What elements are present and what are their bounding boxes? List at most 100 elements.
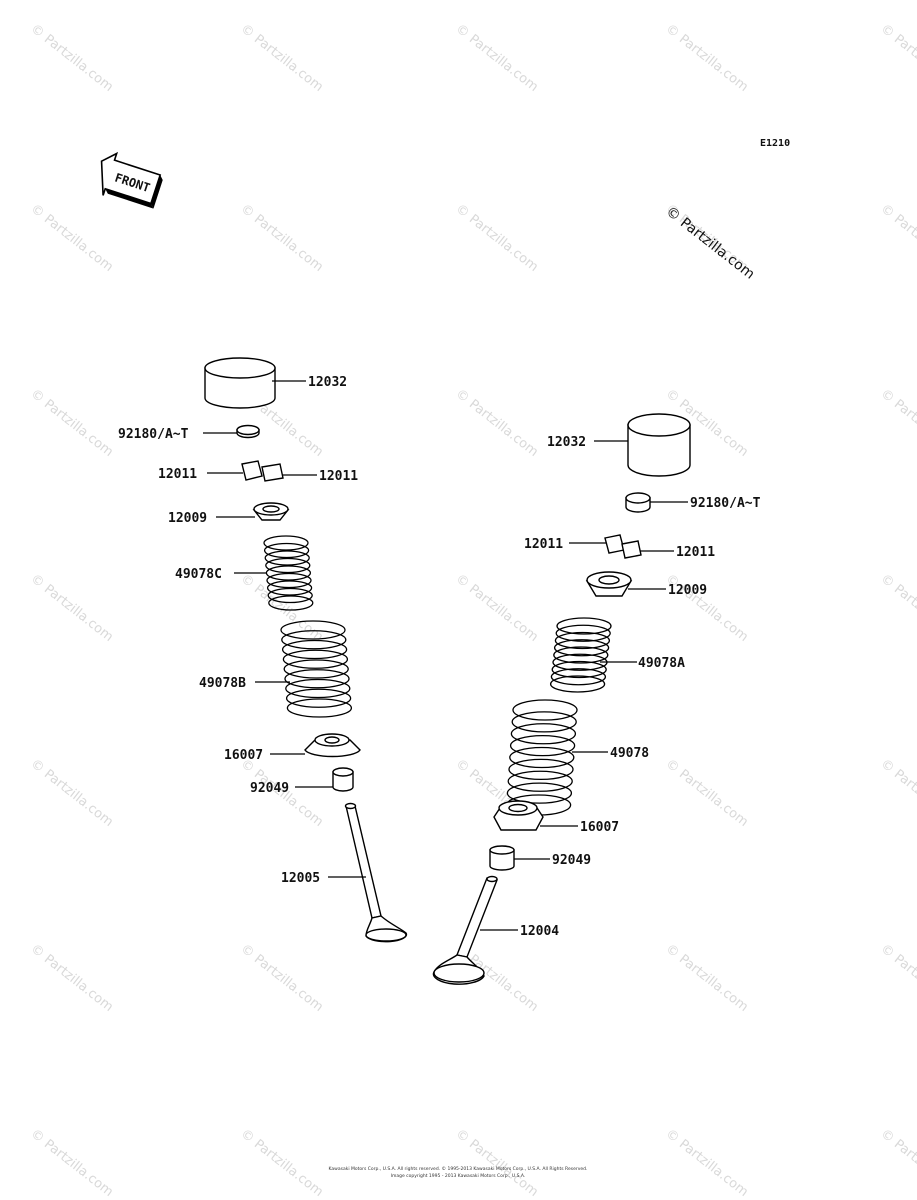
left-retainer-label: 12009 (168, 511, 207, 526)
front-arrow-icon: FRONT (100, 151, 163, 209)
footer-line-2: Image copyright 1995 - 2013 Kawasaki Mot… (391, 1173, 526, 1179)
watermark-text: © Partzilla.com (28, 941, 116, 1015)
spring-coil (281, 630, 347, 650)
spring-coil (280, 620, 346, 640)
watermark-text: © Partzilla.com (238, 1126, 326, 1200)
left-valve-lifter (204, 357, 276, 409)
watermark-text: © Partzilla.com (663, 756, 751, 830)
right-shim-label: 92180/A~T (690, 496, 761, 511)
left-shim (236, 424, 260, 439)
left-cotter-left-label: 12011 (158, 467, 197, 482)
right-cotter-right-label: 12011 (676, 545, 715, 560)
watermark-text: © Partzilla.com (238, 941, 326, 1015)
spring-coil (285, 678, 351, 699)
spring-coil (554, 631, 611, 650)
watermark-text: © Partzilla.com (878, 201, 917, 275)
spring-coil (266, 572, 312, 589)
spring-coil (282, 649, 349, 669)
spring-coil (506, 782, 573, 804)
right-valve-lifter (627, 413, 691, 477)
spring-coil (265, 565, 312, 581)
spring-coil (511, 711, 577, 733)
spring-coil (263, 535, 309, 551)
spring-coil (285, 688, 352, 708)
right-retainer-label: 12009 (668, 583, 707, 598)
spring-coil (549, 675, 606, 693)
left-cotters (241, 460, 284, 482)
watermark-text: © Partzilla.com (28, 571, 116, 645)
watermark-text: © Partzilla.com (28, 756, 116, 830)
right-spring-retainer (585, 571, 633, 597)
footer-line-1: Kawasaki Motors Corp., U.S.A. All rights… (329, 1165, 588, 1172)
copyright-text: © Partzilla.com (663, 204, 758, 283)
watermark-text: © Partzilla.com (238, 571, 326, 645)
watermark-text: © Partzilla.com (238, 201, 326, 275)
right-inner-valve-spring (549, 617, 612, 693)
left-outer-spring-label: 49078B (199, 676, 246, 691)
left-seal-label: 92049 (250, 781, 289, 796)
watermark-text: © Partzilla.com (28, 201, 116, 275)
spring-coil (508, 758, 574, 781)
right-seat-label: 16007 (580, 820, 619, 835)
right-outer-valve-spring (505, 699, 578, 816)
spring-coil (553, 646, 609, 664)
watermark-text: © Partzilla.com (878, 941, 917, 1015)
spring-coil (509, 746, 575, 769)
right-inner-spring-label: 49078A (638, 656, 685, 671)
watermark-text: © Partzilla.com (453, 1126, 541, 1200)
left-cotter-right-label: 12011 (319, 469, 358, 484)
left-spring-seat (304, 733, 361, 758)
spring-coil (512, 699, 578, 721)
left-lifter-label: 12032 (308, 375, 347, 390)
right-lifter-label: 12032 (547, 435, 586, 450)
spring-coil (552, 653, 608, 671)
right-cotter-left-label: 12011 (524, 537, 563, 552)
spring-coil (550, 668, 607, 686)
watermark-text: © Partzilla.com (663, 21, 751, 95)
watermark-text: © Partzilla.com (28, 386, 116, 460)
spring-coil (263, 542, 310, 559)
watermark-layer: © Partzilla.com © Partzilla.com © Partzill… (28, 21, 917, 1200)
spring-coil (286, 698, 353, 718)
right-spring-seat (493, 800, 544, 831)
spring-coil (510, 723, 577, 745)
watermark-text: © Partzilla.com (453, 386, 541, 460)
watermark-text: © Partzilla.com (878, 21, 917, 95)
spring-coil (284, 669, 350, 689)
right-stem-seal (489, 845, 515, 871)
watermark-text: © Partzilla.com (878, 386, 917, 460)
right-shim (625, 492, 651, 513)
spring-coil (509, 734, 576, 757)
watermark-text: © Partzilla.com (28, 21, 116, 95)
spring-coil (555, 624, 611, 642)
right-seal-label: 92049 (552, 853, 591, 868)
spring-coil (266, 580, 313, 596)
left-stem-seal (332, 767, 354, 792)
left-exhaust-valve (344, 802, 408, 943)
diagram-code: E1210 (760, 138, 790, 149)
spring-coil (283, 659, 349, 679)
watermark-text: © Partzilla.com (878, 756, 917, 830)
spring-coil (507, 770, 573, 792)
right-cotters (604, 534, 642, 559)
watermark-text: © Partzilla.com (453, 21, 541, 95)
left-spring-retainer (252, 502, 290, 521)
left-inner-valve-spring (263, 535, 314, 611)
spring-coil (556, 617, 612, 635)
watermark-text: © Partzilla.com (878, 1126, 917, 1200)
watermark-text: © Partzilla.com (878, 571, 917, 645)
left-valve-label: 12005 (281, 871, 320, 886)
spring-coil (268, 595, 314, 611)
watermark-text: © Partzilla.com (453, 201, 541, 275)
spring-coil (281, 639, 348, 660)
spring-coil (267, 587, 313, 604)
right-valve-label: 12004 (520, 924, 559, 939)
watermark-text: © Partzilla.com (28, 1126, 116, 1200)
spring-coil (553, 639, 610, 657)
right-outer-spring-label: 49078 (610, 746, 649, 761)
spring-coil (264, 550, 310, 566)
watermark-text: © Partzilla.com (663, 1126, 751, 1200)
left-shim-label: 92180/A~T (118, 427, 189, 442)
right-intake-valve (432, 875, 498, 985)
